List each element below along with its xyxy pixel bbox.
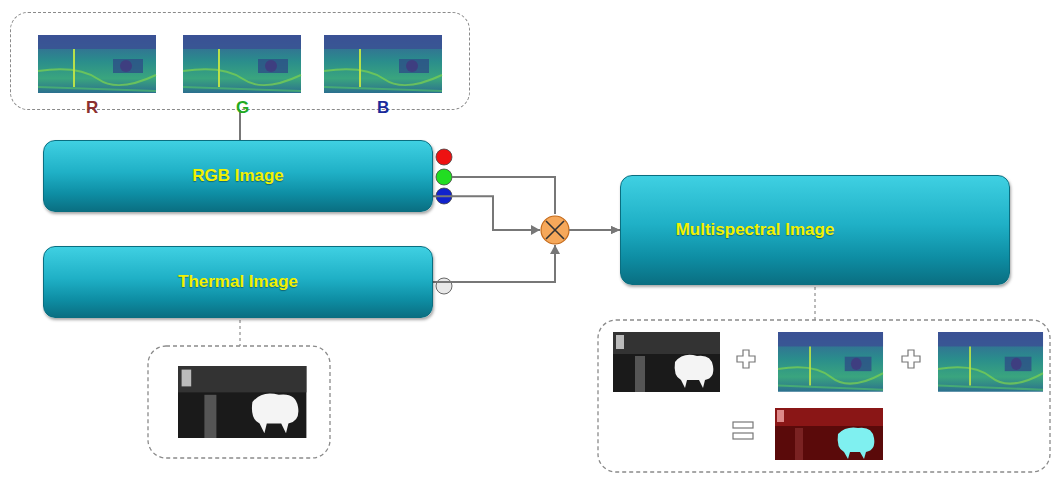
fused-image xyxy=(775,408,883,460)
box-title: RGB Image xyxy=(192,166,284,186)
channel-image xyxy=(324,35,442,93)
channel-dot xyxy=(436,278,452,294)
box-title: Multispectral Image xyxy=(676,220,835,240)
example-frame xyxy=(148,346,330,458)
channel-group: RGB xyxy=(10,12,470,110)
plus-symbol xyxy=(737,350,755,368)
equals-symbol xyxy=(733,433,753,439)
channel-image xyxy=(778,332,883,392)
channel-dot xyxy=(436,169,452,185)
channel-label: B xyxy=(377,99,389,116)
output-box: Multispectral Image xyxy=(620,175,1010,285)
connector xyxy=(433,230,620,282)
connector xyxy=(433,196,620,230)
multiply-symbol xyxy=(546,221,564,239)
channel-image xyxy=(183,35,301,93)
channel-label: G xyxy=(236,99,249,116)
channel-label: R xyxy=(86,99,98,116)
leader-line xyxy=(815,287,816,320)
box-title: Thermal Image xyxy=(178,272,298,292)
thermal-image xyxy=(178,366,306,438)
equals-symbol xyxy=(733,422,753,428)
channel-image xyxy=(38,35,156,93)
thermal-image xyxy=(613,332,720,392)
plus-symbol xyxy=(902,350,920,368)
channel-dot xyxy=(436,149,452,165)
multiply-symbol xyxy=(541,216,569,244)
process-box: RGB Image xyxy=(43,140,433,212)
example-frame xyxy=(598,320,1050,472)
leader-line xyxy=(240,320,241,346)
process-box: Thermal Image xyxy=(43,246,433,318)
channel-image xyxy=(938,332,1043,392)
